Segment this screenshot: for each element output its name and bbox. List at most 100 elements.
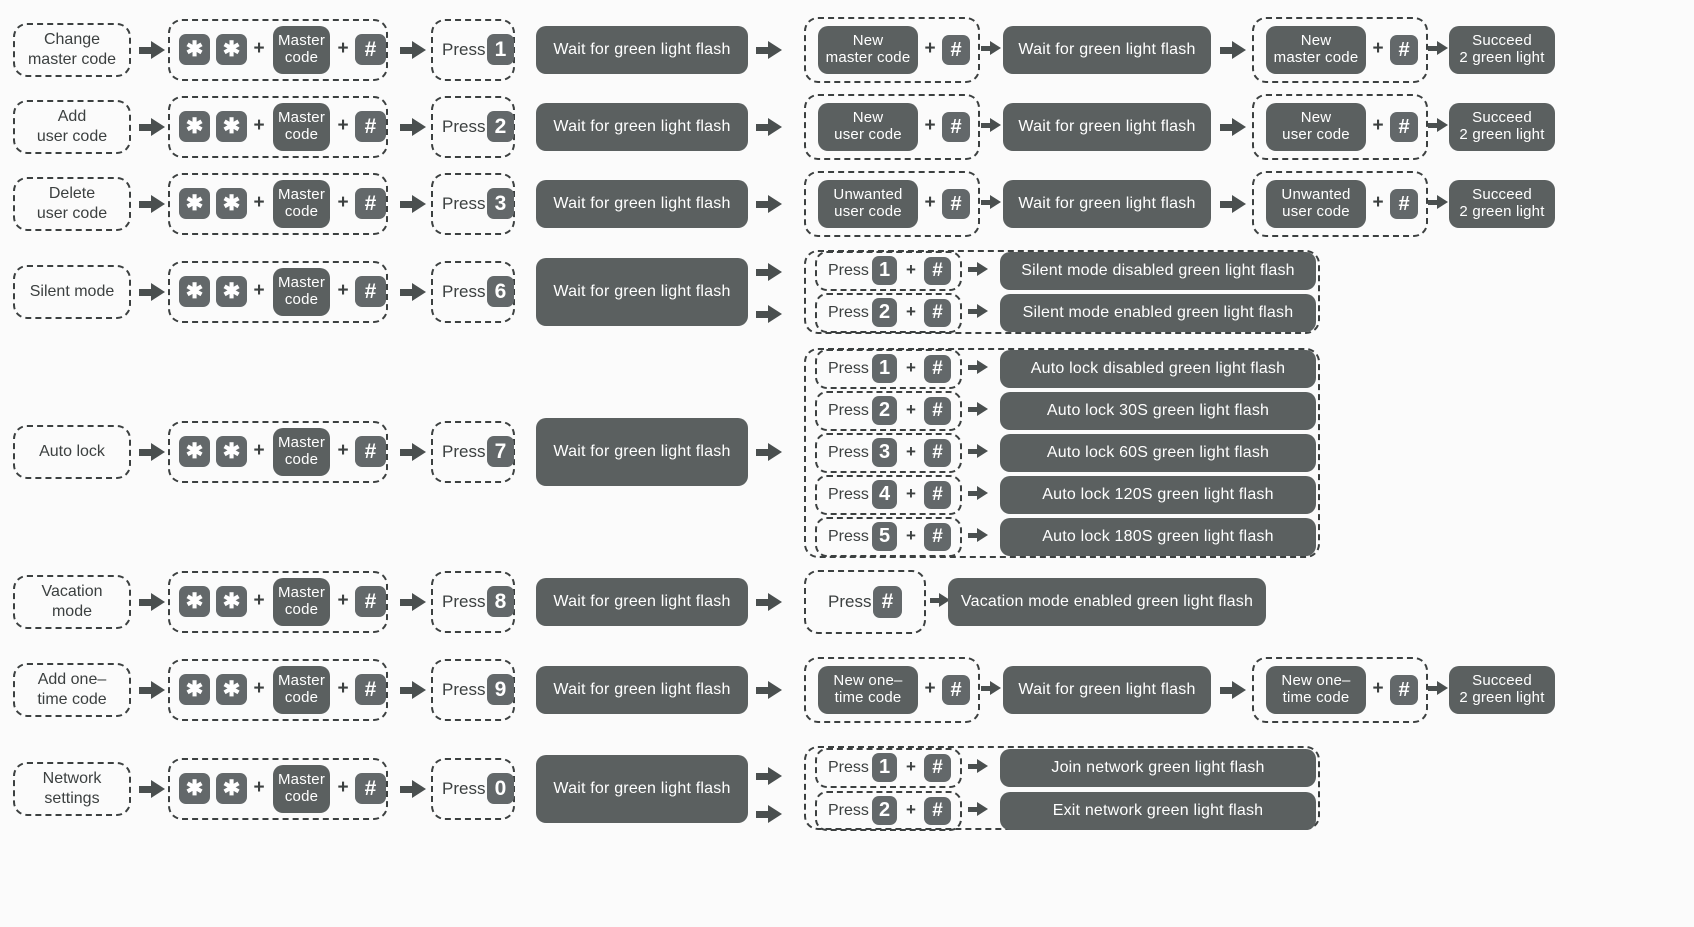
autolock-result-box-3-line1: Auto lock 60S green light flash [1046,444,1270,462]
plus-sign-1: + [253,777,265,798]
arrow-head [768,767,782,785]
vacation-result-box-line1: Vacation mode enabled green light flash [960,593,1254,611]
silent-digit-key-1: 1 [872,256,897,285]
arrow-head [151,780,165,798]
arrow-wait-to-code-add-user-code [756,118,782,136]
silent-press-label-1: Press [828,262,869,279]
succeed-line2: 2 green light [1459,126,1545,143]
arrow-shaft [930,597,940,603]
arrow-seq-to-press-add-user-code [400,118,426,136]
star-key-2: ✱ [216,276,247,307]
hash-key-confirm-add-one-time-code: # [1390,675,1418,705]
master-code-sequence-group [168,261,388,323]
arrow-head [768,305,782,323]
vacation-result-box: Vacation mode enabled green light flash [948,578,1266,626]
master-code-sequence-group [168,173,388,235]
arrow-code-to-wait2-change-master-code [981,41,1001,55]
network-plus-1: + [906,757,916,776]
star-key-2: ✱ [216,586,247,617]
arrow-label-to-seq-network-settings [139,780,165,798]
autolock-result-box-2-line1: Auto lock 30S green light flash [1046,402,1270,420]
press-label-delete-user-code: Press [442,194,486,213]
silent-mode-options-group [804,250,1320,334]
silent-result-box-2-line1: Silent mode enabled green light flash [1022,304,1294,322]
digit-key-6: 6 [487,276,514,307]
press-label-auto-lock: Press [442,442,486,461]
plus-sign-1: + [253,280,265,301]
arrow-head [151,681,165,699]
arrow-vacation-to-result [930,593,950,607]
arrow-shaft [968,763,978,769]
plus-sign-1: + [253,590,265,611]
autolock-plus-5: + [906,526,916,545]
wait2-box-delete-user-code-line1: Wait for green light flash [1018,195,1196,213]
arrow-head [412,443,426,461]
master-code-sequence-group [168,659,388,721]
arrow-head [412,780,426,798]
arrow-wait2-to-confirm-delete-user-code [1220,195,1246,213]
autolock-plus-3: + [906,442,916,461]
autolock-hash-key-5: # [924,523,951,551]
master-code-line1: Master [277,672,326,690]
arrow-label-to-seq-delete-user-code [139,195,165,213]
new-code-line2: master code [825,49,911,66]
master-code-line2: code [284,601,319,618]
plus-sign-1: + [253,192,265,213]
arrow-confirm-to-succeed-change-master-code [1428,41,1448,55]
row-label-change-master-code-text-line2: master code [27,51,117,68]
autolock-press-label-3: Press [828,444,869,461]
arrow-network-option-2 [968,802,988,816]
autolock-result-box-2: Auto lock 30S green light flash [1000,392,1316,430]
press-label-add-user-code: Press [442,117,486,136]
hash-key: # [355,674,386,705]
new-code-group-add-user-code [804,94,980,160]
succeed-line2: 2 green light [1459,689,1545,706]
master-code-line2: code [284,126,319,143]
arrow-head [977,444,988,458]
confirm-code-line1: New one– [1281,672,1351,690]
plus-sign-confirm-add-one-time-code: + [1372,678,1384,699]
arrow-shaft [968,266,978,272]
arrow-shaft [139,201,153,208]
arrow-head [977,360,988,374]
arrow-shaft [1428,685,1438,691]
arrow-shaft [968,448,978,454]
plus-sign-2: + [337,280,349,301]
autolock-result-box-1: Auto lock disabled green light flash [1000,350,1316,388]
arrow-confirm-to-succeed-add-user-code [1428,118,1448,132]
arrow-head [1437,681,1448,695]
plus-sign-2: + [337,590,349,611]
arrow-head [939,593,950,607]
master-code-line2: code [284,451,319,468]
arrow-shaft [756,269,770,276]
arrow-head [768,263,782,281]
arrow-head [990,118,1001,132]
silent-option-group-2 [815,293,962,333]
master-code-line1: Master [277,771,326,789]
network-digit-key-2: 2 [872,796,897,825]
autolock-press-label-4: Press [828,486,869,503]
arrow-head [412,283,426,301]
master-code-sequence-group [168,758,388,820]
master-code-sequence-group [168,96,388,158]
arrow-shaft [1428,45,1438,51]
digit-key-8: 8 [487,586,514,617]
plus-sign-2: + [337,38,349,59]
plus-sign-code-add-one-time-code: + [924,678,936,699]
confirm-code-line2: time code [1282,689,1350,706]
arrow-shaft [981,685,991,691]
arrow-head [977,402,988,416]
arrow-shaft [756,811,770,818]
row-label-add-one-time-code: Add one–time code [13,663,131,717]
